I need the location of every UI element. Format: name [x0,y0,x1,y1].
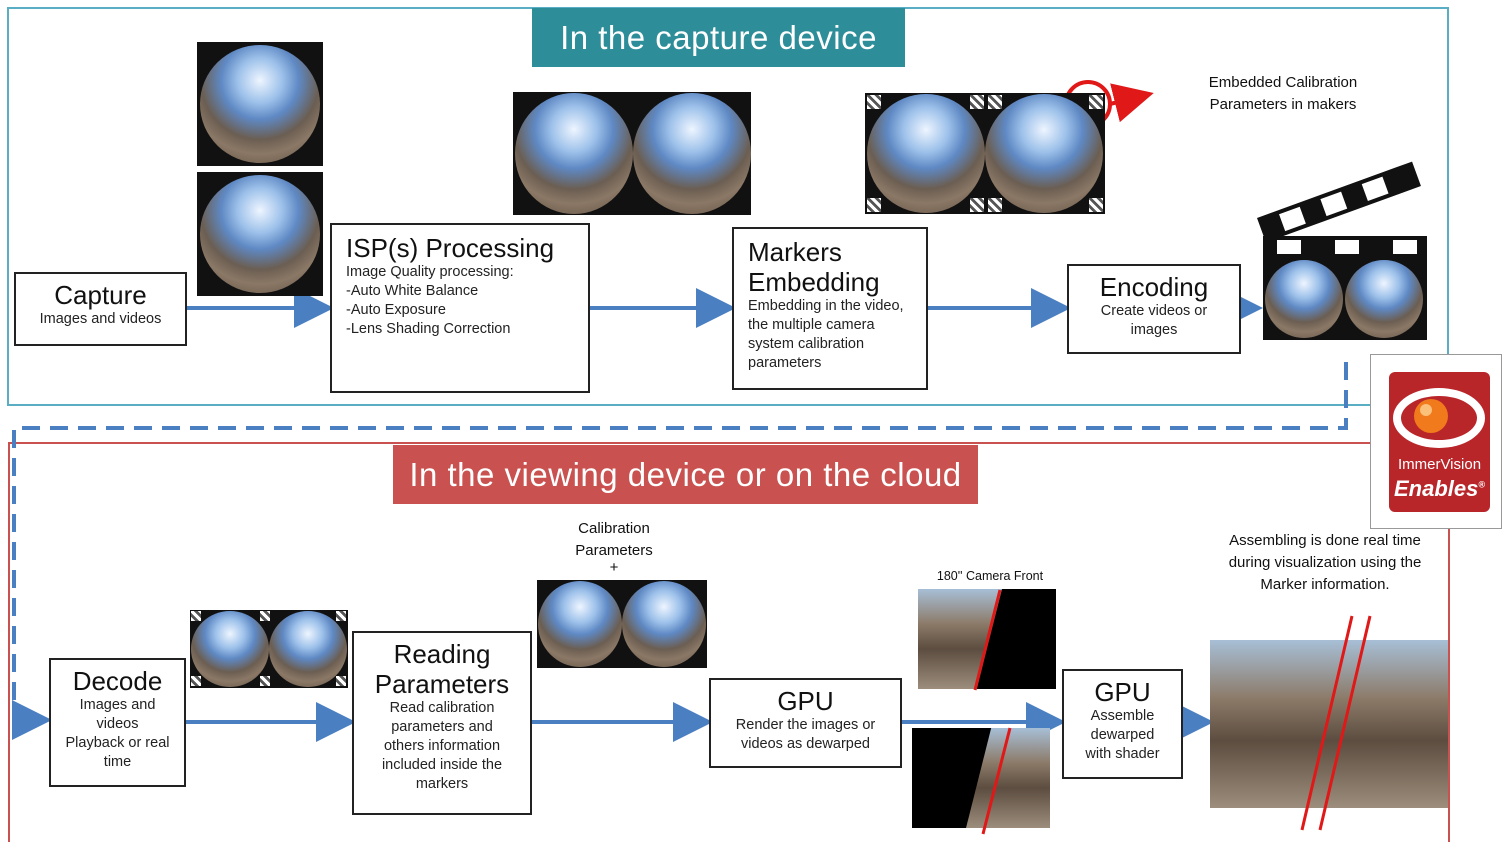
capture-title: Capture [54,280,147,310]
decode-line-3: Playback or real [65,735,170,751]
calib-note-line-2: Parameters [575,542,653,559]
markers-embedding-box: Markers Embedding Embedding in the video… [732,227,928,390]
logo-eye-icon [1393,388,1485,448]
dual-fisheye-with-markers [865,93,1105,214]
capture-device-banner: In the capture device [532,8,905,67]
markers-line-3: system calibration [748,336,865,352]
reading-line-1: Read calibration [389,700,495,716]
logo-tagline-text: Enables [1393,476,1479,501]
isp-line-4: -Lens Shading Correction [346,321,511,337]
logo-tagline: Enables® [1389,476,1490,502]
assemble-note-line-2: during visualization using the [1228,554,1422,571]
markers-title-2: Embedding [748,267,880,297]
encoding-title: Encoding [1099,272,1209,302]
logo-brand: ImmerVision [1397,456,1482,473]
decode-line-1: Images and [79,697,156,713]
embedded-note-line-2: Parameters in makers [1209,96,1357,113]
decode-dual-fisheye [190,610,348,688]
decode-box: Decode Images and videos Playback or rea… [49,658,186,787]
gpu-assemble-box: GPU Assemble dewarped with shader [1062,669,1183,779]
fisheye-image-1 [197,42,323,166]
reading-line-4: included inside the [381,757,503,773]
encoding-line-1: Create videos or [1100,303,1208,319]
isp-line-1: Image Quality processing: [346,264,514,280]
markers-line-2: the multiple camera [748,317,875,333]
gpu-render-line-1: Render the images or [735,717,876,733]
assembling-note: Assembling is done real time during visu… [1205,530,1445,596]
dual-fisheye-image [513,92,751,215]
markers-title-1: Markers [748,237,842,267]
encoding-box: Encoding Create videos or images [1067,264,1241,354]
calib-note-plus: + [609,559,619,576]
encoding-line-2: images [1130,322,1178,338]
isp-line-2: -Auto White Balance [346,283,479,299]
calibration-dual-fisheye [537,580,707,668]
marker-callout-arrow [1109,83,1154,123]
capture-desc: Images and videos [39,311,162,327]
isp-processing-box: ISP(s) Processing Image Quality processi… [330,223,590,393]
reading-title-1: Reading [393,639,491,669]
dewarped-front-image [918,589,1056,689]
embedded-calibration-note: Embedded Calibration Parameters in maker… [1180,72,1386,116]
decode-line-4: time [103,754,132,770]
gpu-assemble-line-3: with shader [1085,746,1160,762]
reading-parameters-box: Reading Parameters Read calibration para… [352,631,532,815]
reading-line-2: parameters and [391,719,493,735]
reading-line-3: others information [383,738,501,754]
clapperboard-icon [1255,160,1430,342]
gpu-render-title: GPU [777,686,834,716]
camera-front-label: 180'' Camera Front [936,569,1044,583]
capture-box: Capture Images and videos [14,272,187,346]
isp-line-3: -Auto Exposure [346,302,446,318]
viewing-device-banner: In the viewing device or on the cloud [393,445,978,504]
dashed-transfer-line [12,362,1348,740]
gpu-render-box: GPU Render the images or videos as dewar… [709,678,902,768]
gpu-assemble-line-1: Assemble [1090,708,1155,724]
immervision-logo: ImmerVision Enables® [1389,372,1490,512]
isp-title: ISP(s) Processing [346,233,555,263]
assemble-note-line-3: Marker information. [1260,576,1390,593]
assembled-panorama-image [1210,640,1448,808]
decode-title: Decode [72,666,163,696]
decode-line-2: videos [96,716,139,732]
gpu-assemble-line-2: dewarped [1090,727,1155,743]
calib-note-line-1: Calibration [578,520,650,537]
reading-line-5: markers [415,776,469,792]
reading-title-2: Parameters [374,669,510,699]
calibration-parameters-note: Calibration Parameters + [540,518,688,576]
gpu-render-line-2: videos as dewarped [741,736,870,752]
embedded-note-line-1: Embedded Calibration [1208,74,1358,91]
dewarped-back-image [912,728,1050,828]
logo-registered-mark: ® [1478,479,1485,490]
markers-line-1: Embedding in the video, [748,298,904,314]
viewing-device-panel [8,442,1450,842]
markers-line-4: parameters [748,355,822,371]
gpu-assemble-title: GPU [1094,677,1151,707]
assemble-note-line-1: Assembling is done real time [1229,532,1421,549]
fisheye-image-2 [197,172,323,296]
